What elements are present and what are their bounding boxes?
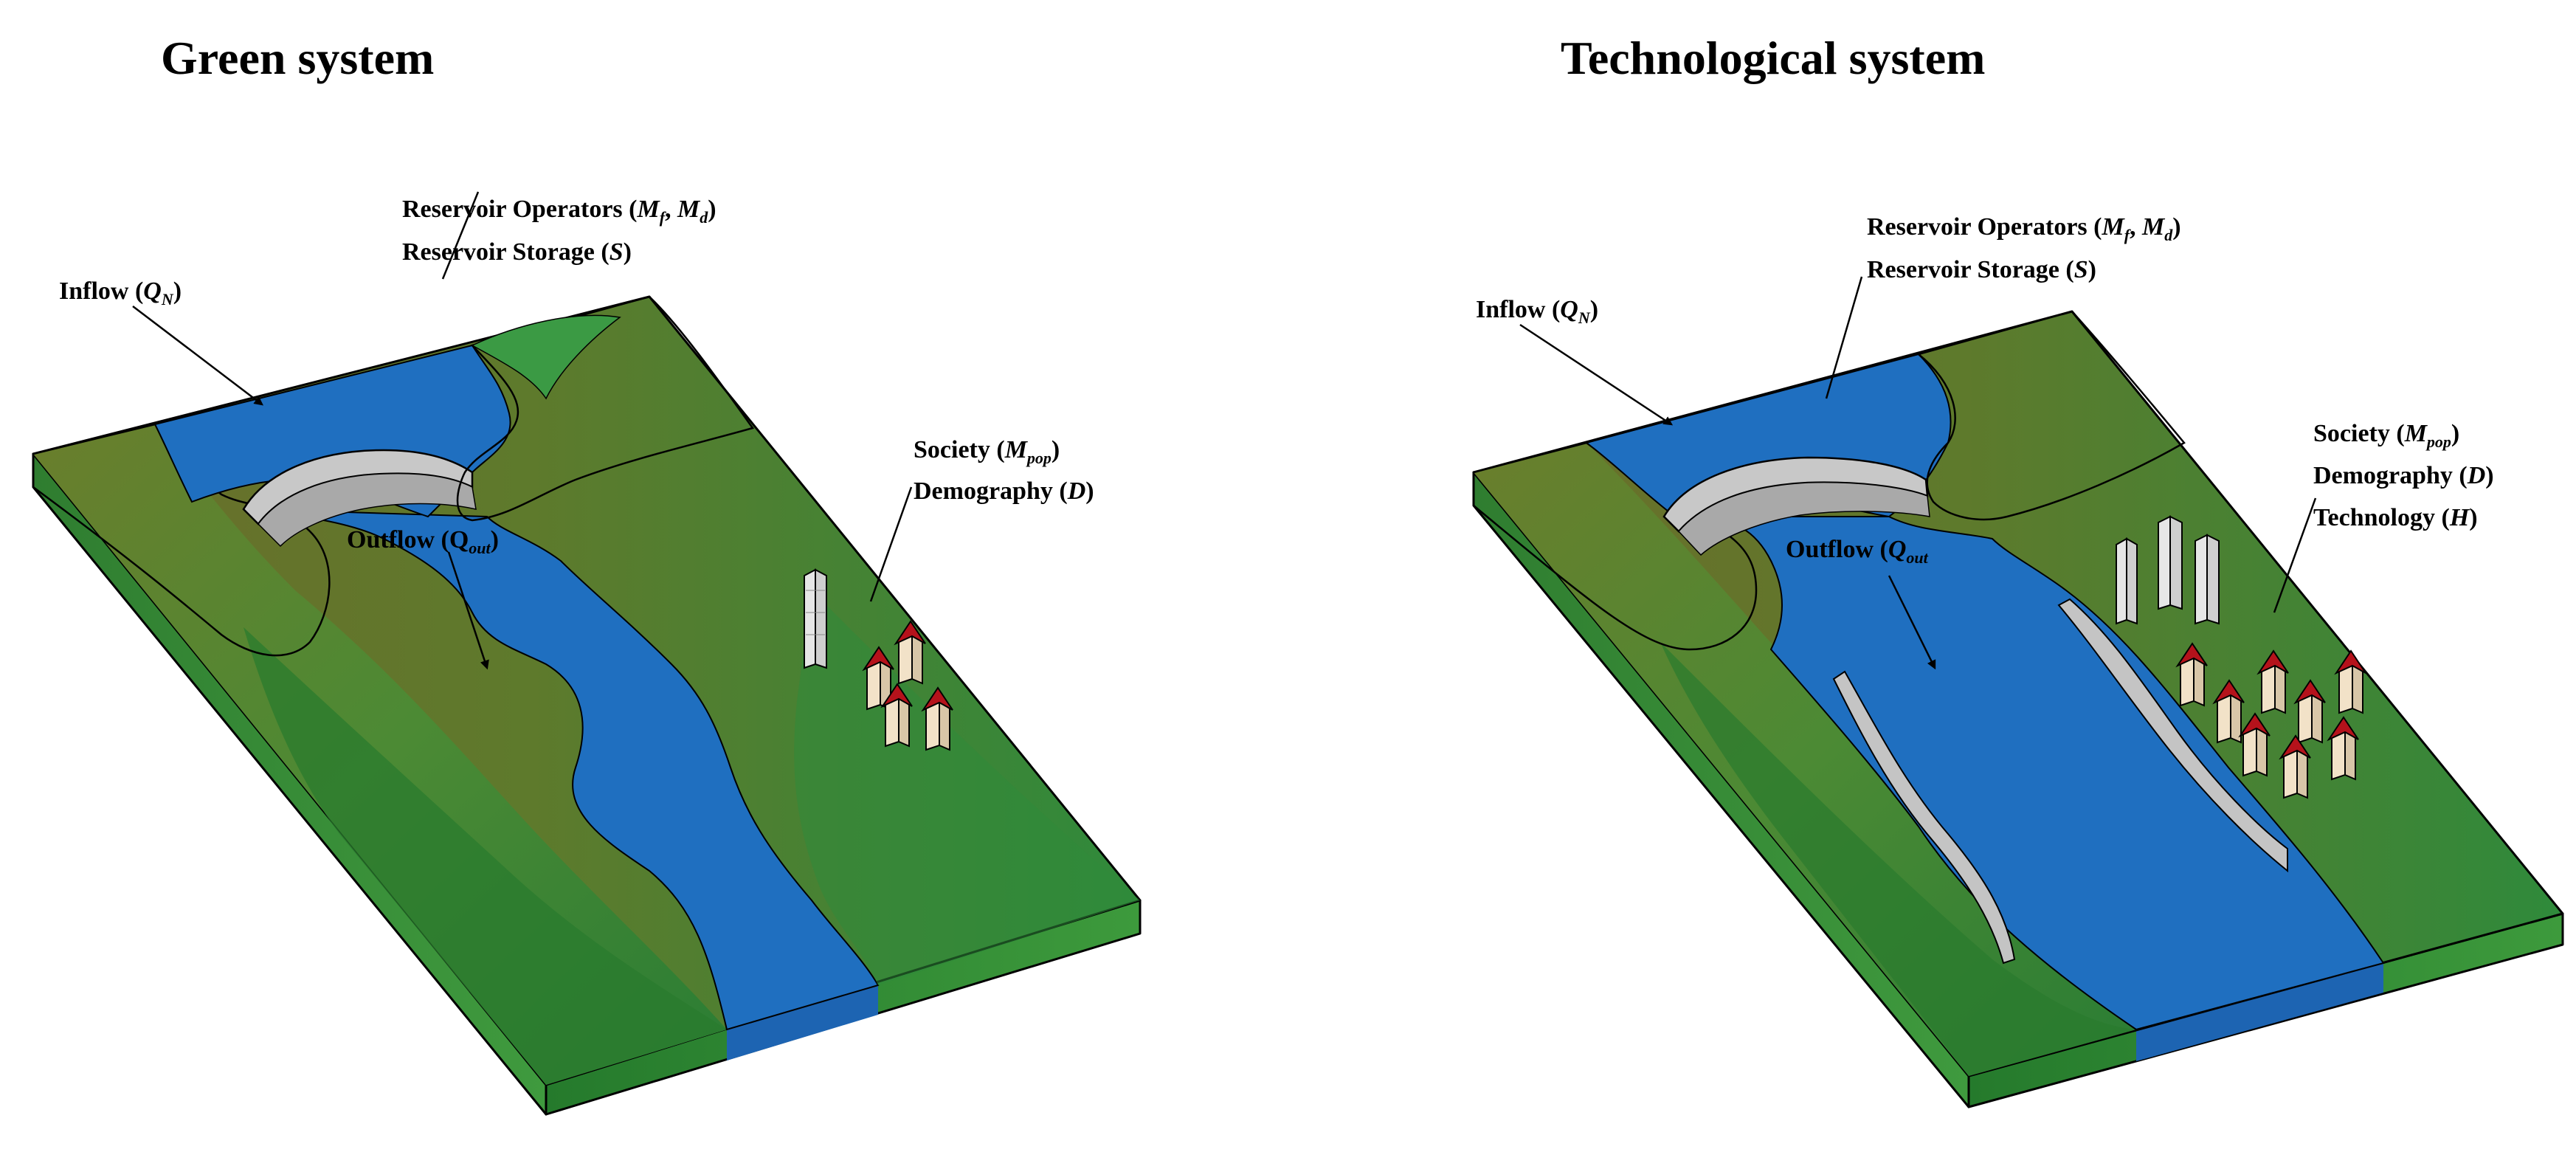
panel-technological-system: Technological system bbox=[1472, 32, 2564, 1108]
river bbox=[250, 508, 880, 1031]
outflow-arrow bbox=[1888, 575, 1936, 670]
storage-leader-line bbox=[1825, 276, 1863, 399]
forest-right bbox=[456, 295, 755, 522]
label-outflow: Outflow (Qout) bbox=[347, 526, 499, 557]
label-technology: Technology (H) bbox=[2313, 504, 2478, 531]
houses bbox=[862, 620, 953, 751]
tower-block bbox=[2116, 515, 2220, 625]
outflow-arrow bbox=[447, 551, 489, 670]
label-reservoir-operators: Reservoir Operators (Mf, Md) bbox=[1867, 213, 2181, 244]
tower-block bbox=[804, 568, 827, 669]
label-reservoir-storage: Reservoir Storage (S) bbox=[1867, 256, 2096, 283]
levee-right bbox=[2057, 598, 2288, 873]
label-society: Society (Mpop) bbox=[914, 436, 1060, 467]
label-demography: Demography (D) bbox=[2313, 462, 2494, 489]
left-bank bbox=[1474, 443, 2136, 1076]
label-outflow: Outflow (Qout bbox=[1786, 536, 1929, 567]
forest-right bbox=[1916, 310, 2186, 521]
river bbox=[1689, 516, 2385, 1031]
label-demography: Demography (D) bbox=[914, 477, 1094, 505]
terrain-slab-sides bbox=[1472, 471, 2564, 1108]
panel-green-system: Green system bbox=[32, 32, 1142, 1116]
label-reservoir-operators: Reservoir Operators (Mf, Md) bbox=[402, 196, 716, 227]
inflow-arrow bbox=[1519, 323, 1674, 426]
label-reservoir-storage: Reservoir Storage (S) bbox=[402, 238, 632, 266]
levee-left bbox=[1832, 670, 2016, 965]
society-leader-line bbox=[2273, 497, 2317, 613]
panel-title: Green system bbox=[161, 32, 434, 84]
label-inflow: Inflow (QN) bbox=[1476, 296, 1598, 327]
society-leader-line bbox=[869, 486, 913, 602]
storage-leader-line bbox=[441, 191, 480, 280]
inflow-arrow bbox=[132, 306, 263, 406]
houses bbox=[2175, 642, 2366, 799]
label-society: Society (Mpop) bbox=[2313, 420, 2459, 451]
forest-left bbox=[32, 423, 331, 657]
label-inflow: Inflow (QN) bbox=[59, 277, 182, 308]
panel-title: Technological system bbox=[1561, 32, 1985, 84]
